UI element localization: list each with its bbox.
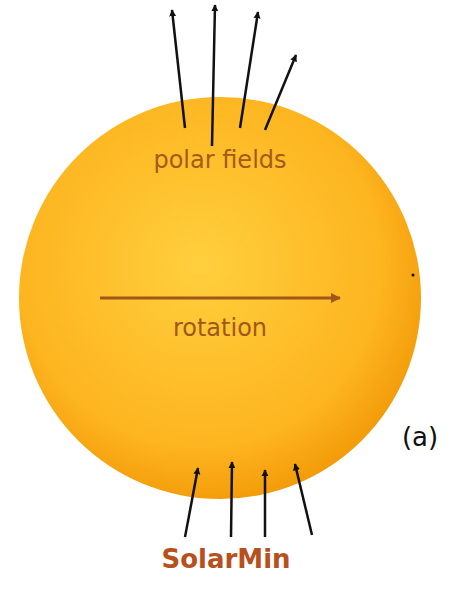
phase-label: SolarMin: [161, 544, 290, 575]
label-wrap: (a): [402, 422, 438, 453]
rotation-label: rotation: [18, 314, 422, 343]
label-wrap: SolarMin: [161, 544, 290, 575]
rotation-arrow: [100, 297, 340, 300]
dot: [412, 274, 415, 277]
polar-fields-label: polar fields: [18, 146, 422, 175]
panel-label: (a): [402, 422, 438, 453]
